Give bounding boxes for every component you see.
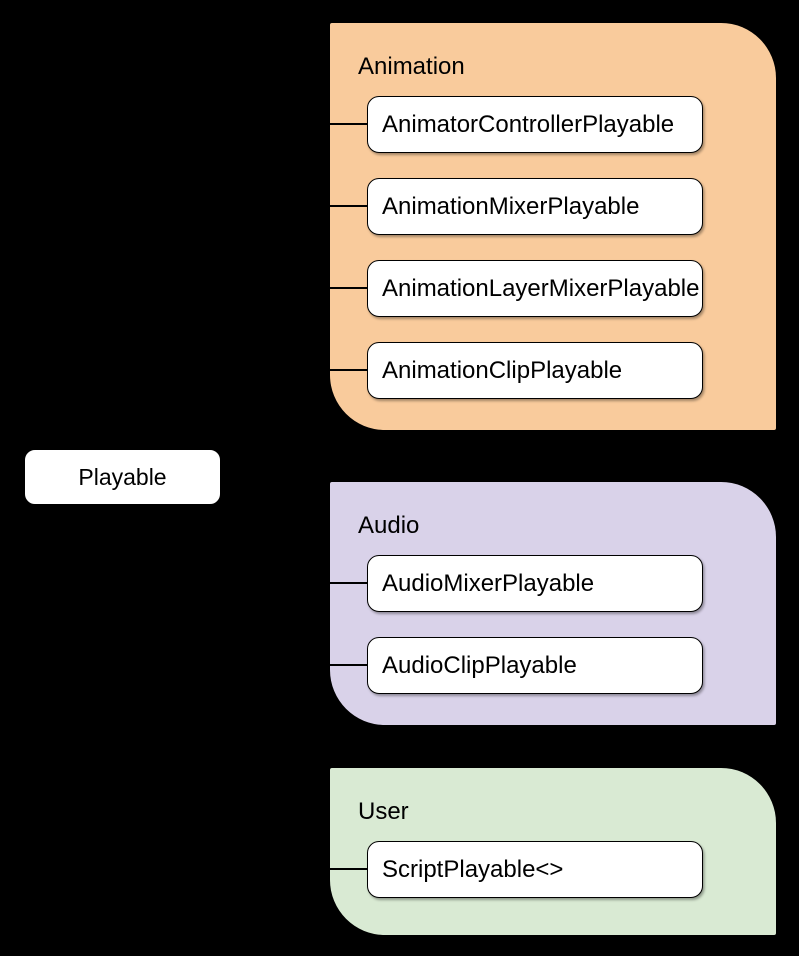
connector-line	[330, 205, 369, 207]
group-audio: Audio AudioMixerPlayable AudioClipPlayab…	[330, 482, 776, 725]
node-script-playable: ScriptPlayable<>	[367, 841, 703, 898]
node-animation-clip-playable: AnimationClipPlayable	[367, 342, 703, 399]
connector-line	[330, 664, 369, 666]
node-animator-controller-playable: AnimatorControllerPlayable	[367, 96, 703, 153]
node-playable: Playable	[23, 448, 222, 506]
node-audio-clip-playable: AudioClipPlayable	[367, 637, 703, 694]
group-user: User ScriptPlayable<>	[330, 768, 776, 935]
node-animation-mixer-playable: AnimationMixerPlayable	[367, 178, 703, 235]
connector-line	[330, 123, 369, 125]
connector-line	[330, 868, 369, 870]
connector-line	[330, 287, 369, 289]
node-animation-layer-mixer-playable: AnimationLayerMixerPlayable	[367, 260, 703, 317]
group-audio-title: Audio	[358, 512, 420, 539]
group-animation: Animation AnimatorControllerPlayable Ani…	[330, 23, 776, 430]
connector-line	[330, 369, 369, 371]
node-audio-mixer-playable: AudioMixerPlayable	[367, 555, 703, 612]
group-user-title: User	[358, 798, 409, 825]
group-animation-title: Animation	[358, 53, 465, 80]
connector-line	[330, 582, 369, 584]
